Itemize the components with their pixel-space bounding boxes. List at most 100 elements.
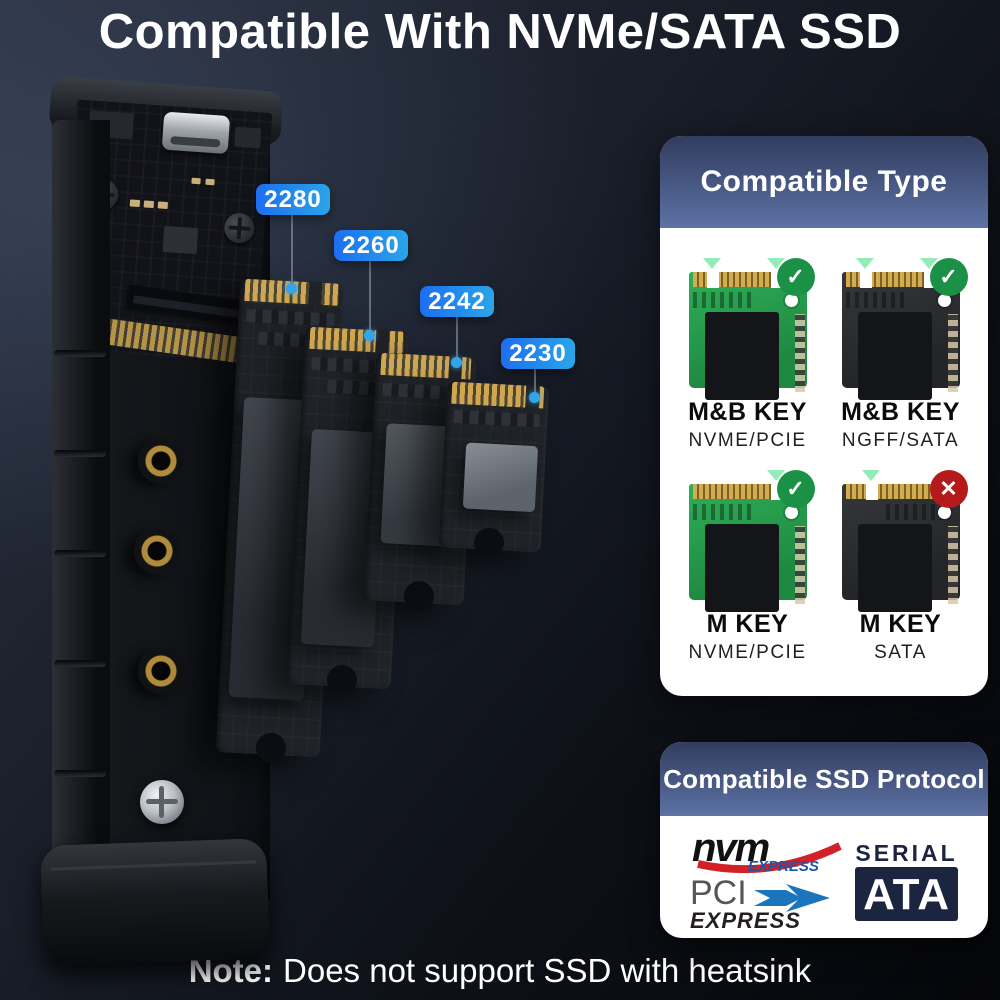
solder-pad (129, 199, 141, 208)
components (947, 314, 958, 392)
mount-notch (403, 580, 435, 612)
size-tag-2280: 2280 (256, 184, 330, 215)
protocol-label: NGFF/SATA (841, 430, 960, 451)
ssd-2230 (438, 381, 550, 559)
key-label: M KEY (859, 610, 942, 638)
standoff (138, 648, 184, 694)
type-grid: ✓ M&B KEY NVME/PCIE (660, 228, 988, 664)
nvm-express-logo: nvm EXPRESS (692, 828, 842, 874)
m2-ssd-illustration: ✓ (688, 258, 815, 400)
solder-pad (143, 200, 155, 209)
components (246, 308, 335, 327)
protocol-label: NVME/PCIE (688, 430, 807, 451)
solder-pad (157, 201, 169, 210)
note-body: Does not support SSD with heatsink (283, 952, 812, 989)
standoff (138, 438, 184, 484)
notch-arrow-icon (919, 258, 938, 269)
components (947, 526, 958, 604)
connector-dot (529, 392, 540, 403)
gold-fingers (309, 326, 405, 355)
notch-arrow-icon (855, 258, 874, 269)
pcb-component (162, 225, 199, 255)
page-title: Compatible With NVMe/SATA SSD (98, 5, 902, 59)
key-label: M&B KEY (688, 398, 807, 426)
notch-arrow-icon (861, 470, 880, 481)
pcb-board (688, 483, 807, 612)
notch-arrow-icon (766, 470, 785, 481)
mount-notch (472, 527, 505, 559)
compatible-type-card: Compatible Type ✓ (660, 136, 988, 696)
protocol-label: SATA (874, 642, 927, 663)
solder-pad (191, 177, 201, 185)
enclosure-base (39, 838, 271, 966)
nand-chip (704, 524, 779, 612)
nand-chip (857, 312, 932, 400)
check-icon: ✓ (929, 258, 968, 296)
serial-ata-logo: SERIAL ATA (855, 841, 958, 921)
nand-chip (857, 524, 932, 612)
notch-arrow-icon (702, 258, 721, 269)
pci-express-logo: PCI EXPRESS (690, 876, 830, 933)
notch-arrow-icon (766, 258, 785, 269)
type-item-m-nvme: ✓ M KEY NVME/PCIE (674, 470, 821, 664)
connector-dot (364, 330, 375, 341)
protocol-label: NVME/PCIE (688, 642, 807, 663)
rail-ridge (54, 550, 106, 557)
key-notch (865, 483, 878, 500)
enclosure-rail (52, 120, 110, 900)
pcb-component (234, 126, 262, 149)
card-header: Compatible SSD Protocol (660, 742, 988, 816)
rail-ridge (54, 660, 106, 667)
rail-ridge (54, 770, 106, 777)
callout-line (534, 368, 536, 396)
key-notch (374, 329, 390, 355)
screw-hole (937, 506, 951, 519)
note-text: Note:Does not support SSD with heatsink (0, 952, 1000, 990)
components (453, 409, 540, 428)
check-icon: ✓ (776, 258, 815, 296)
screw-hole (784, 506, 798, 519)
cross-icon: ✕ (929, 470, 968, 508)
screw-hole (937, 294, 951, 307)
key-label: M KEY (706, 610, 789, 638)
components (845, 292, 906, 308)
components (794, 314, 805, 392)
key-notch (706, 271, 719, 288)
connector-dot (451, 357, 462, 368)
mount-notch (325, 664, 358, 696)
callout-line (369, 261, 371, 333)
compatible-protocol-card: Compatible SSD Protocol nvm EXPRESS PCI … (660, 742, 988, 938)
svg-text:EXPRESS: EXPRESS (748, 858, 819, 874)
ata-text: ATA (855, 866, 958, 921)
svg-text:EXPRESS: EXPRESS (690, 908, 801, 933)
pcb-board (841, 271, 960, 400)
connector-dot (286, 283, 297, 294)
size-tag-2242: 2242 (420, 286, 494, 317)
key-notch (307, 281, 323, 307)
screw-hole (784, 294, 798, 307)
rail-ridge (54, 450, 106, 457)
size-tag-2260: 2260 (334, 230, 408, 261)
check-icon: ✓ (776, 470, 815, 508)
card-header: Compatible Type (660, 136, 988, 228)
m2-ssd-illustration: ✓ (841, 258, 968, 400)
m2-ssd-illustration: ✓ (688, 470, 815, 612)
svg-text:nvm: nvm (692, 828, 769, 870)
protocol-logos: nvm EXPRESS PCI EXPRESS SERIAL ATA (660, 816, 988, 934)
solder-pad (205, 178, 215, 186)
key-notch (859, 271, 872, 288)
type-item-m-sata: ✕ M KEY SATA (827, 470, 974, 664)
pcie-nvme-logo-column: nvm EXPRESS PCI EXPRESS (690, 828, 848, 934)
callout-line (456, 317, 458, 361)
size-tag-2230: 2230 (501, 338, 575, 369)
rail-ridge (54, 350, 106, 357)
svg-text:PCI: PCI (690, 876, 747, 912)
components (885, 504, 946, 520)
components (794, 526, 805, 604)
nand-chip (704, 312, 779, 400)
thumbscrew (140, 780, 184, 824)
standoff (134, 528, 180, 574)
callout-line (291, 215, 293, 287)
components (692, 292, 753, 308)
